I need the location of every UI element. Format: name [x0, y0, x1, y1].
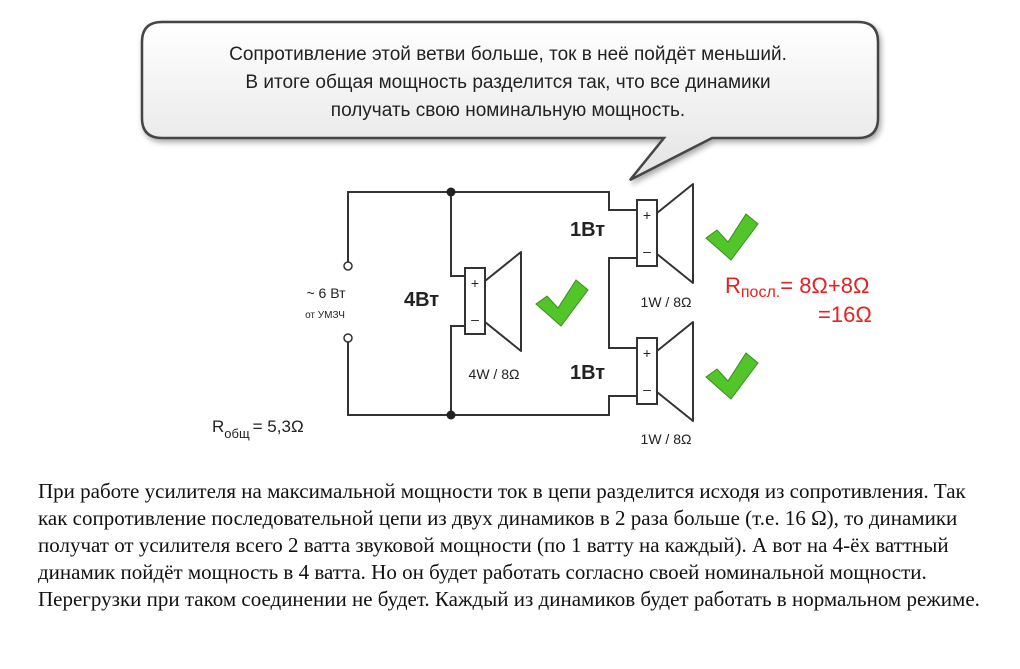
junction-dot: [446, 187, 456, 197]
check-icon: [705, 213, 759, 261]
series-resistance-total: =16Ω: [818, 302, 872, 327]
series-resistance-subscript: посл.: [741, 284, 780, 301]
circuit-wires: [347, 191, 637, 416]
speaker-bottom-minus: –: [643, 381, 651, 397]
speaker-main-rating: 4W / 8Ω: [469, 366, 520, 382]
speaker-top-power: 1Вт: [570, 219, 605, 241]
speaker-bottom-power: 1Вт: [570, 362, 605, 384]
terminal-bottom: [343, 333, 353, 343]
speaker-top-minus: –: [643, 243, 651, 259]
series-resistance-label: Rпосл.= 8Ω+8Ω: [725, 273, 869, 301]
total-resistance-subscript: общ: [224, 426, 250, 441]
source-power-label: ~ 6 Вт: [306, 285, 346, 301]
explanation-paragraph: При работе усилителя на максимальной мощ…: [38, 479, 980, 611]
speaker-main-minus: –: [471, 311, 479, 327]
total-resistance-label: Rобщ= 5,3Ω: [212, 417, 304, 441]
speaker-bottom-plus: +: [643, 345, 651, 361]
speaker-bottom: + –: [636, 321, 694, 422]
check-icon: [705, 352, 759, 400]
speaker-main: + –: [464, 251, 522, 352]
speaker-bottom-rating: 1W / 8Ω: [641, 431, 692, 447]
speaker-top-plus: +: [643, 207, 651, 223]
bubble-line-3: получать свою номинальную мощность.: [331, 100, 685, 121]
series-resistance-value: = 8Ω+8Ω: [780, 273, 869, 298]
check-icons: [535, 213, 759, 400]
series-resistance-prefix: R: [725, 273, 741, 298]
source-terminals: [343, 261, 353, 343]
check-icon: [535, 279, 589, 327]
speaker-top-rating: 1W / 8Ω: [641, 294, 692, 310]
junction-dots: [446, 187, 456, 420]
speaker-main-plus: +: [471, 275, 479, 291]
speech-bubble: Сопротивление этой ветви больше, ток в н…: [140, 20, 880, 182]
total-resistance-value: = 5,3Ω: [253, 417, 304, 436]
junction-dot: [446, 410, 456, 420]
bubble-line-1: Сопротивление этой ветви больше, ток в н…: [229, 44, 787, 65]
source-origin-label: от УМЗЧ: [305, 310, 345, 321]
speaker-top: + –: [636, 183, 694, 284]
terminal-top: [343, 261, 353, 271]
total-resistance-prefix: R: [212, 417, 224, 436]
bubble-line-2: В итоге общая мощность разделится так, ч…: [245, 72, 770, 93]
speaker-main-power: 4Вт: [404, 289, 439, 311]
circuit-diagram: Сопротивление этой ветви больше, ток в н…: [140, 20, 880, 447]
